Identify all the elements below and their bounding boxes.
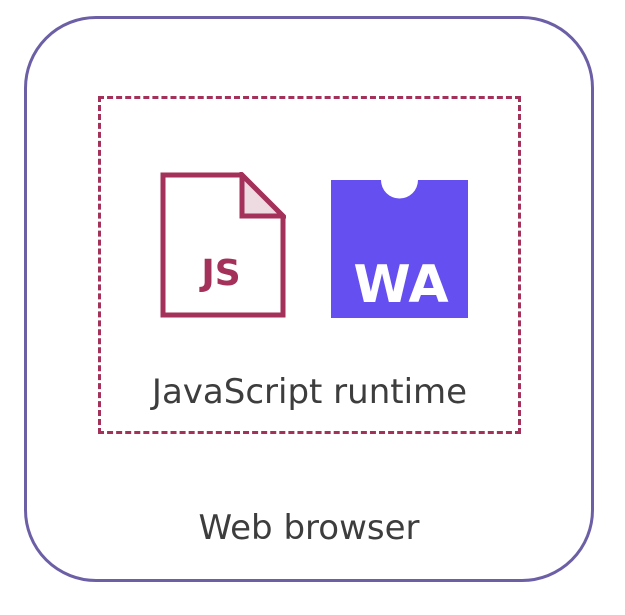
javascript-runtime-label: JavaScript runtime xyxy=(151,372,468,412)
wa-icon-text: WA xyxy=(353,255,448,315)
javascript-runtime-box xyxy=(98,96,521,434)
webassembly-logo-icon: WA xyxy=(331,180,468,318)
file-fold-corner xyxy=(239,172,286,219)
wa-logo-shape xyxy=(331,180,468,318)
web-browser-box xyxy=(24,16,594,582)
js-icon-text: JS xyxy=(198,253,240,294)
javascript-file-icon: JS xyxy=(160,172,286,318)
web-browser-label: Web browser xyxy=(198,508,420,548)
